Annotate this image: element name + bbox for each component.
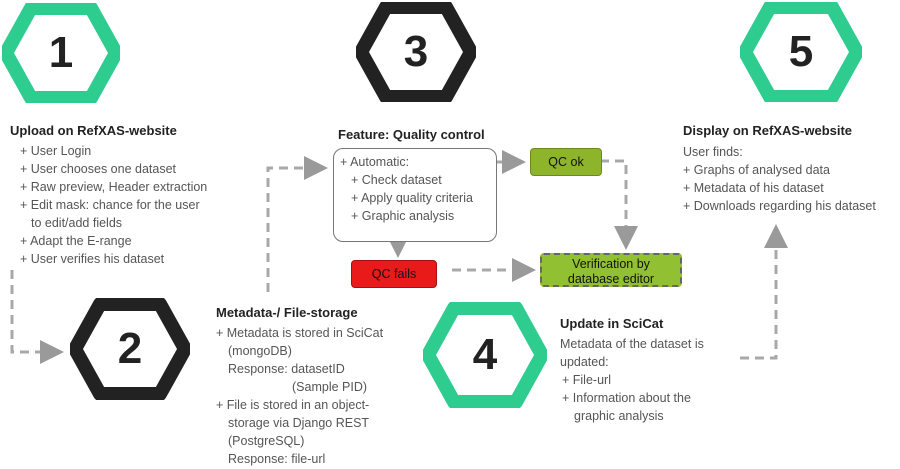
step-4-line: + File-url [562, 373, 611, 387]
step-4-line: Metadata of the dataset is [560, 337, 704, 351]
arrow-qc-ok-to-verify [600, 159, 638, 250]
step-2-line: storage via Django REST [228, 416, 370, 430]
step-3-line: + Graphic analysis [351, 209, 455, 223]
black-hexagon-icon [354, 0, 478, 104]
qc-ok-badge: QC ok [530, 148, 602, 176]
step-2-line: Response: datasetID [228, 362, 345, 376]
step-1-hexagon: 1 [0, 1, 123, 105]
step-2-title: Metadata-/ File-storage [216, 305, 358, 320]
step-4-number: 4 [472, 330, 498, 379]
arrow-4-to-5 [740, 224, 788, 360]
step-2-hexagon: 2 [68, 297, 192, 401]
step-1-line: + Edit mask: chance for the user [20, 198, 200, 212]
verification-box: Verification by database editor [540, 253, 682, 287]
black-hexagon-icon [68, 297, 192, 401]
step-2-line: Response: file-url [228, 452, 326, 466]
step-1-number: 1 [48, 28, 74, 77]
qc-fails-badge: QC fails [351, 260, 437, 288]
step-3-line: + Automatic: [340, 155, 410, 169]
step-3-title: Feature: Quality control [338, 127, 485, 142]
step-2-line: (Sample PID) [292, 380, 368, 394]
step-1-line: + User Login [20, 144, 92, 158]
verification-line-1: Verification by [572, 257, 650, 271]
step-2-line: (PostgreSQL) [228, 434, 305, 448]
quality-control-box [333, 148, 497, 242]
arrow-2-to-3 [266, 156, 328, 292]
step-4-title: Update in SciCat [560, 316, 664, 331]
step-3-line: + Check dataset [351, 173, 442, 187]
step-1-line: to edit/add fields [31, 216, 123, 230]
verification-line-2: database editor [567, 272, 655, 286]
green-hexagon-icon [421, 301, 549, 409]
step-3-number: 3 [403, 27, 429, 76]
step-2-line: + File is stored in an object- [216, 398, 370, 412]
step-4-line: graphic analysis [574, 409, 664, 423]
step-2-number: 2 [117, 324, 143, 373]
step-5-line: + Metadata of his dataset [683, 181, 824, 195]
step-2-line: (mongoDB) [228, 344, 292, 358]
step-4-line: + Information about the [562, 391, 691, 405]
arrow-1-to-2 [10, 270, 64, 364]
step-5-line: + Graphs of analysed data [683, 163, 830, 177]
step-2-line: + Metadata is stored in SciCat [216, 326, 384, 340]
step-3-hexagon: 3 [354, 0, 478, 104]
step-1-line: + User chooses one dataset [20, 162, 176, 176]
step-3-line: + Apply quality criteria [351, 191, 473, 205]
step-5-title: Display on RefXAS-website [683, 123, 853, 138]
step-5-hexagon: 5 [738, 0, 864, 104]
step-4-line: updated: [560, 355, 609, 369]
step-5-line: + Downloads regarding his dataset [683, 199, 876, 213]
step-5-line: User finds: [683, 145, 743, 159]
green-hexagon-icon [0, 1, 123, 105]
step-1-line: + Adapt the E-range [20, 234, 132, 248]
step-5-number: 5 [788, 27, 814, 76]
green-hexagon-icon [738, 0, 864, 104]
step-1-title: Upload on RefXAS-website [10, 123, 177, 138]
step-1-line: + User verifies his dataset [20, 252, 165, 266]
step-4-hexagon: 4 [421, 301, 549, 409]
step-1-line: + Raw preview, Header extraction [20, 180, 208, 194]
